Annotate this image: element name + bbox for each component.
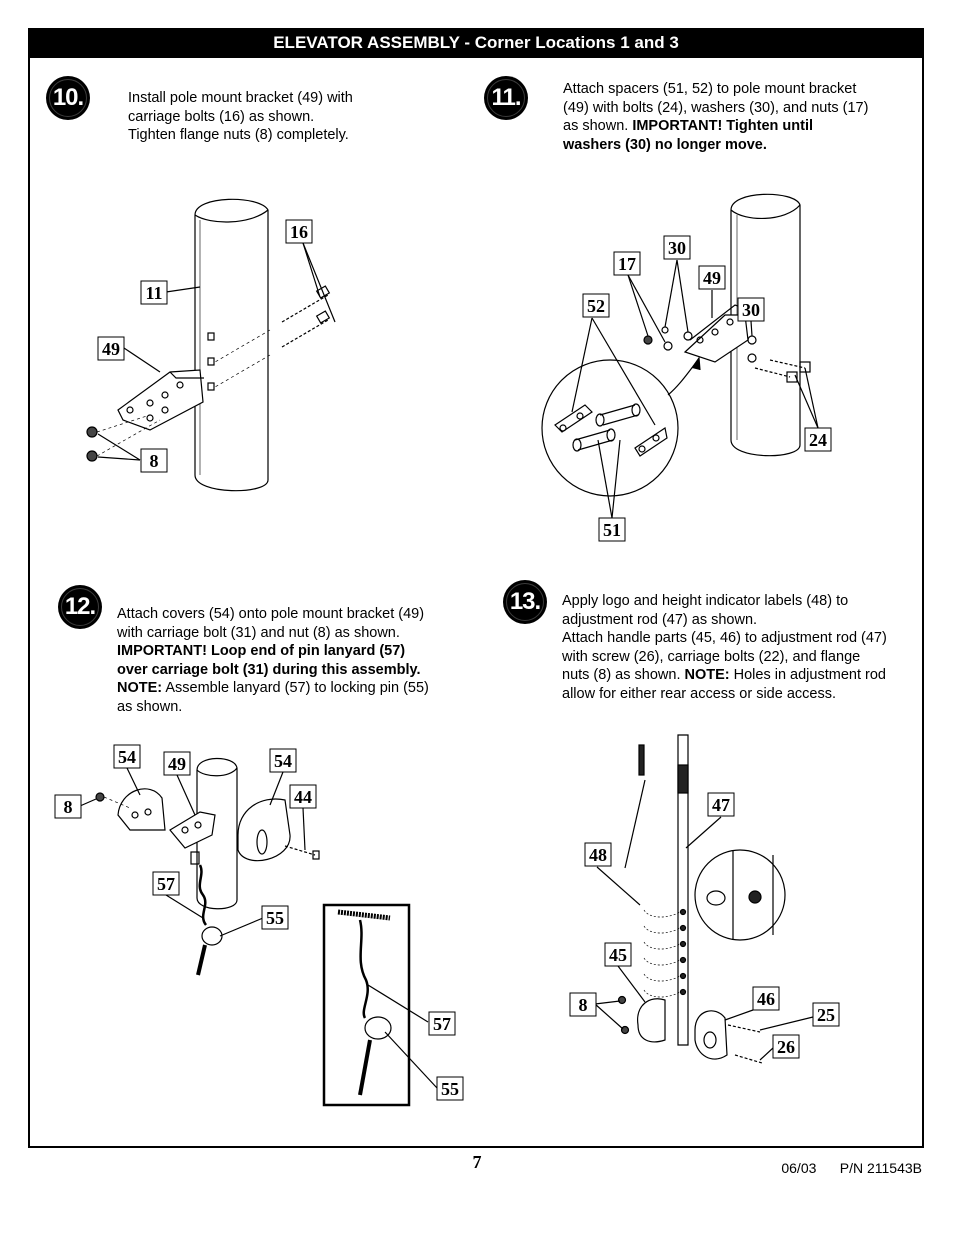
text-line: nuts (8) as shown. NOTE: Holes in adjust… (562, 666, 887, 685)
label-8: 8 (579, 995, 588, 1015)
label-30-right: 30 (742, 300, 760, 320)
text-line: IMPORTANT! Loop end of pin lanyard (57) (117, 642, 429, 661)
text-bold-tail: IMPORTANT! Tighten until (632, 118, 814, 134)
text-segment: IMPORTANT! Loop end of pin lanyard (57) (117, 643, 406, 659)
text-tail: Holes in adjustment rod (729, 667, 886, 683)
label-24: 24 (809, 430, 827, 450)
step-13-text: Apply logo and height indicator labels (… (562, 592, 887, 703)
label-44: 44 (294, 787, 312, 807)
text-segment: Attach covers (54) onto pole mount brack… (117, 606, 425, 622)
step-11-number: 11. (484, 76, 528, 120)
footer-part-number: P/N 211543B (839, 1160, 922, 1176)
text-bold-tail: NOTE: (684, 667, 730, 683)
footer-date: 06/03 (781, 1160, 817, 1176)
text-bold-head: NOTE: (117, 680, 163, 696)
label-48: 48 (589, 845, 607, 865)
label-46: 46 (757, 989, 775, 1009)
text-segment: allow for either rear access or side acc… (562, 685, 836, 702)
text-line: as shown. IMPORTANT! Tighten until (563, 117, 868, 136)
text-segment: Assemble lanyard (57) to locking pin (55… (162, 680, 429, 696)
text-segment: as shown. (563, 118, 633, 134)
label-8: 8 (150, 451, 159, 471)
text-line: washers (30) no longer move. (563, 136, 868, 155)
label-26: 26 (777, 1037, 795, 1057)
label-17: 17 (618, 254, 636, 274)
text-line: carriage bolts (16) as shown. (128, 108, 353, 127)
text-segment: adjustment rod (47) as shown. (562, 611, 758, 628)
text-segment: with screw (26), carriage bolts (22), an… (562, 648, 861, 665)
text-segment: as shown. (117, 698, 183, 715)
page-number: 7 (472, 1152, 482, 1172)
label-52: 52 (587, 296, 605, 316)
label-49: 49 (102, 339, 120, 359)
label-57: 57 (157, 874, 175, 894)
text-segment: washers (30) no longer move. (563, 136, 767, 153)
text-line: Attach handle parts (45, 46) to adjustme… (562, 629, 887, 648)
label-57-inset: 57 (433, 1014, 451, 1034)
text-line: with screw (26), carriage bolts (22), an… (562, 648, 887, 667)
text-segment: with carriage bolt (31) and nut (8) as s… (117, 624, 400, 641)
text-segment: Install pole mount bracket (49) with (128, 90, 353, 106)
text-line: Tighten flange nuts (8) completely. (128, 126, 353, 145)
label-54-right: 54 (274, 751, 292, 771)
text-segment: Tighten flange nuts (8) completely. (128, 127, 349, 143)
label-16: 16 (290, 222, 308, 242)
text-segment: (49) with bolts (24), washers (30), and … (563, 99, 869, 116)
text-segment: over carriage bolt (31) during this asse… (117, 661, 421, 678)
label-49: 49 (168, 754, 186, 774)
label-49: 49 (703, 268, 721, 288)
text-line: NOTE: Assemble lanyard (57) to locking p… (117, 679, 429, 698)
text-line: allow for either rear access or side acc… (562, 685, 887, 704)
text-segment: Attach handle parts (45, 46) to adjustme… (562, 630, 887, 646)
text-line: Attach spacers (51, 52) to pole mount br… (563, 80, 868, 99)
step-12-number: 12. (58, 585, 102, 629)
label-51: 51 (603, 520, 621, 540)
text-segment: carriage bolts (16) as shown. (128, 108, 315, 125)
text-segment: nuts (8) as shown. (562, 667, 685, 683)
label-47: 47 (712, 795, 730, 815)
text-line: as shown. (117, 698, 429, 717)
text-line: adjustment rod (47) as shown. (562, 611, 887, 630)
label-25: 25 (817, 1005, 835, 1025)
text-line: Install pole mount bracket (49) with (128, 89, 353, 108)
label-55: 55 (266, 908, 284, 928)
label-30-top: 30 (668, 238, 686, 258)
step-11-text: Attach spacers (51, 52) to pole mount br… (563, 80, 868, 154)
text-line: (49) with bolts (24), washers (30), and … (563, 99, 868, 118)
step-10-text: Install pole mount bracket (49) with carr… (128, 89, 353, 145)
text-segment: Attach spacers (51, 52) to pole mount br… (563, 81, 857, 97)
text-segment: Apply logo and height indicator labels (… (562, 593, 849, 609)
text-line: over carriage bolt (31) during this asse… (117, 661, 429, 680)
label-8: 8 (64, 797, 73, 817)
label-55-inset: 55 (441, 1079, 459, 1099)
label-45: 45 (609, 945, 627, 965)
label-11: 11 (145, 283, 162, 303)
step-13-number: 13. (503, 580, 547, 624)
page-header: ELEVATOR ASSEMBLY - Corner Locations 1 a… (28, 28, 924, 58)
footer-info: 06/03 P/N 211543B (781, 1160, 922, 1176)
step-10-number: 10. (46, 76, 90, 120)
label-54-left: 54 (118, 747, 136, 767)
step-12-text: Attach covers (54) onto pole mount brack… (117, 605, 429, 716)
text-line: Apply logo and height indicator labels (… (562, 592, 887, 611)
text-line: Attach covers (54) onto pole mount brack… (117, 605, 429, 624)
text-line: with carriage bolt (31) and nut (8) as s… (117, 624, 429, 643)
